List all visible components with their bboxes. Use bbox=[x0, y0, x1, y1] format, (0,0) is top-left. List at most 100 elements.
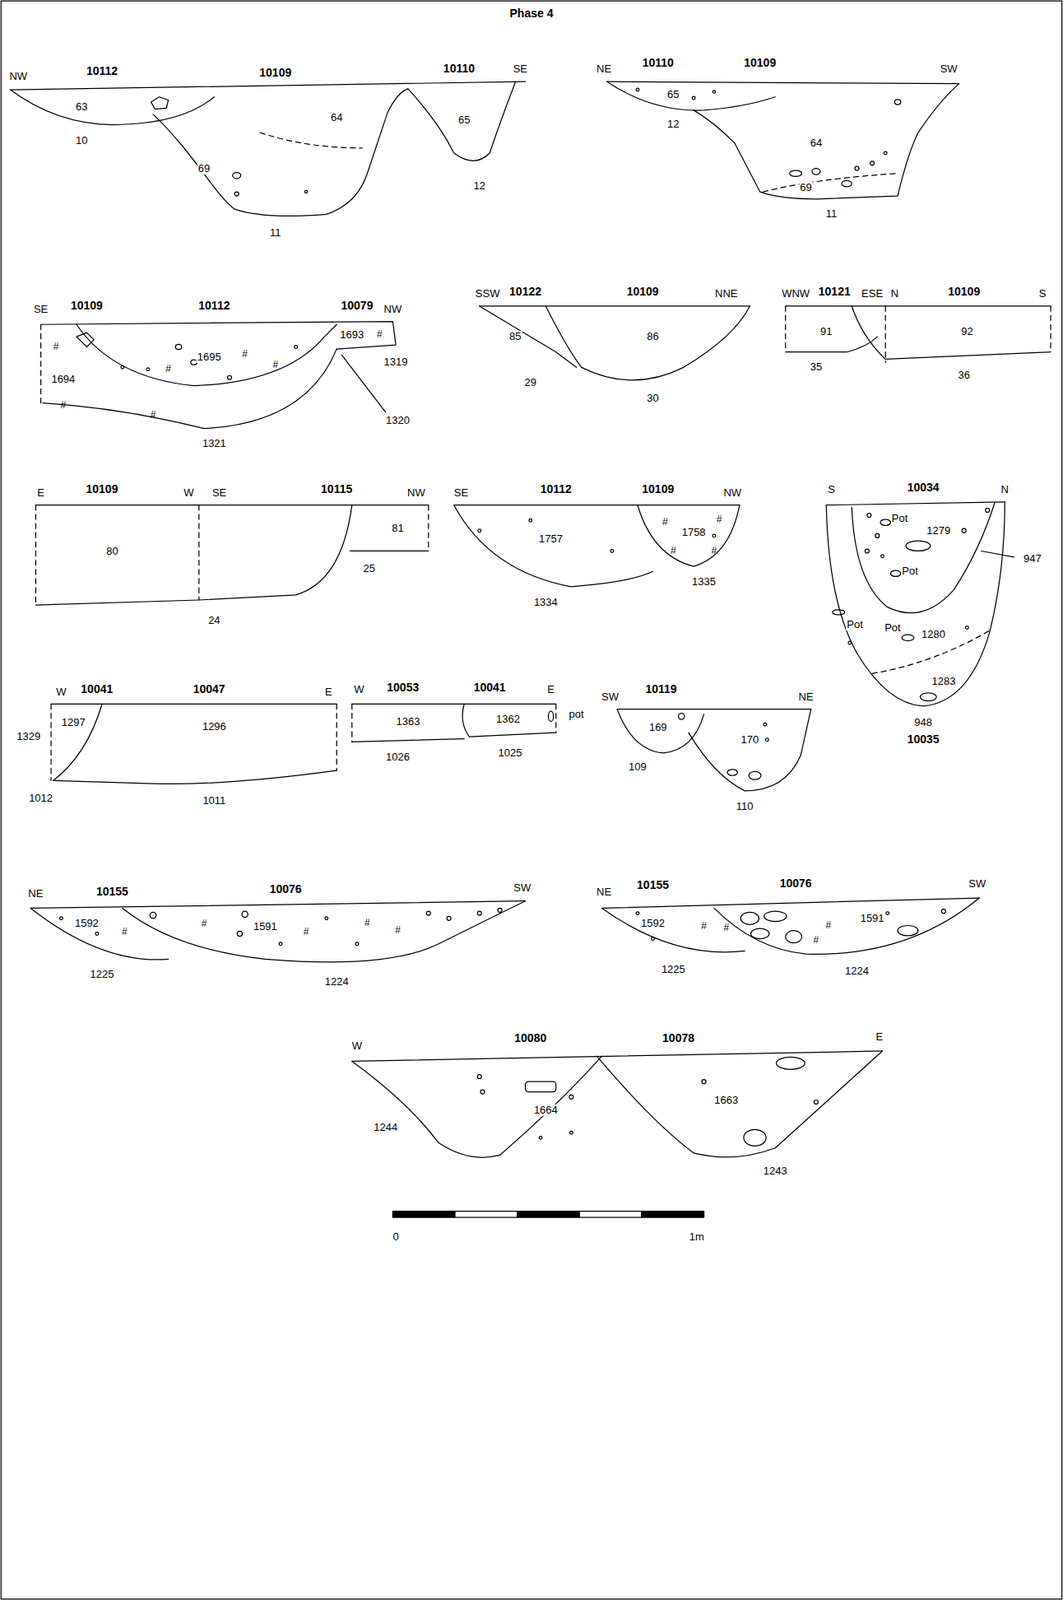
context-label: SE bbox=[211, 487, 228, 499]
context-label: 110 bbox=[735, 799, 755, 812]
charcoal-mark: # bbox=[241, 349, 249, 361]
context-label: WNW bbox=[780, 287, 811, 300]
feature-number: 10112 bbox=[85, 64, 119, 78]
context-label: NNE bbox=[714, 287, 739, 300]
context-label: Pot bbox=[891, 512, 910, 525]
context-label: 35 bbox=[809, 361, 823, 373]
charcoal-mark: # bbox=[722, 923, 730, 934]
context-label: 0 bbox=[391, 1230, 400, 1243]
context-label: 12 bbox=[473, 180, 487, 192]
context-label: S bbox=[826, 483, 836, 496]
context-label: W bbox=[55, 686, 67, 698]
feature-number: 10122 bbox=[508, 285, 543, 298]
section-5 bbox=[785, 306, 1051, 363]
context-label: 1335 bbox=[691, 575, 717, 588]
feature-number: 10034 bbox=[906, 481, 941, 494]
charcoal-mark: # bbox=[661, 516, 669, 528]
context-label: 1026 bbox=[385, 751, 411, 763]
charcoal-mark: # bbox=[715, 515, 724, 526]
charcoal-mark: # bbox=[60, 400, 68, 412]
charcoal-mark: # bbox=[271, 359, 279, 371]
context-label: 1224 bbox=[324, 975, 350, 988]
feature-number: 10155 bbox=[95, 885, 130, 898]
context-label: ESE bbox=[860, 287, 884, 300]
context-label: W bbox=[352, 683, 365, 696]
charcoal-mark: # bbox=[700, 920, 708, 932]
context-label: 1244 bbox=[372, 1121, 399, 1133]
feature-number: 10109 bbox=[742, 56, 777, 70]
feature-number: 10112 bbox=[539, 482, 573, 496]
context-label: 1757 bbox=[538, 533, 564, 545]
charcoal-mark: # bbox=[120, 927, 129, 938]
context-label: 1664 bbox=[533, 1104, 559, 1116]
context-label: NW bbox=[8, 70, 28, 83]
context-label: 64 bbox=[809, 136, 823, 149]
section-8 bbox=[826, 501, 1014, 706]
charcoal-mark: # bbox=[824, 919, 832, 931]
context-label: 30 bbox=[645, 391, 660, 404]
context-label: NE bbox=[27, 887, 44, 900]
context-label: 65 bbox=[666, 88, 680, 101]
context-label: 1362 bbox=[495, 713, 521, 725]
feature-number: 10109 bbox=[258, 67, 293, 80]
context-label: 109 bbox=[627, 761, 648, 773]
context-label: 1329 bbox=[15, 730, 42, 743]
context-label: 1592 bbox=[640, 917, 666, 929]
context-label: 1319 bbox=[383, 356, 409, 368]
feature-number: 10109 bbox=[85, 482, 120, 496]
feature-number: 10035 bbox=[906, 733, 941, 746]
context-label: 29 bbox=[524, 376, 538, 389]
context-label: S bbox=[1038, 287, 1048, 300]
section-1 bbox=[9, 81, 525, 216]
section-14 bbox=[352, 1050, 883, 1157]
context-label: 1695 bbox=[196, 351, 223, 363]
context-label: 85 bbox=[508, 330, 522, 343]
section-6 bbox=[35, 505, 428, 606]
context-label: 81 bbox=[390, 522, 404, 534]
context-label: 24 bbox=[207, 614, 221, 627]
charcoal-mark: # bbox=[164, 363, 172, 375]
context-label: N bbox=[1000, 483, 1010, 496]
context-label: Pot bbox=[883, 621, 902, 633]
context-label: SSW bbox=[474, 287, 502, 300]
context-label: 11 bbox=[269, 227, 283, 239]
context-label: 25 bbox=[362, 561, 376, 574]
feature-number: 10109 bbox=[640, 482, 675, 496]
context-label: SE bbox=[453, 487, 469, 499]
feature-number: 10109 bbox=[626, 285, 660, 298]
context-label: NE bbox=[595, 886, 613, 898]
context-label: 80 bbox=[105, 544, 119, 557]
section-9 bbox=[51, 703, 337, 784]
feature-number: 10076 bbox=[269, 883, 303, 896]
charcoal-mark: # bbox=[363, 918, 372, 929]
context-label: W bbox=[182, 487, 195, 499]
charcoal-mark: # bbox=[375, 329, 384, 340]
context-label: 1279 bbox=[925, 524, 952, 537]
context-label: NW bbox=[406, 487, 427, 499]
context-label: 11 bbox=[825, 208, 839, 220]
feature-number: 10080 bbox=[513, 1032, 548, 1045]
scale-bar bbox=[392, 1211, 704, 1217]
context-label: 1225 bbox=[660, 963, 687, 975]
context-label: 10 bbox=[74, 134, 89, 147]
feature-number: 10047 bbox=[192, 682, 227, 696]
context-label: 1758 bbox=[681, 526, 707, 539]
feature-number: 10109 bbox=[946, 285, 981, 298]
context-label: 948 bbox=[913, 716, 934, 729]
context-label: 92 bbox=[960, 325, 974, 338]
feature-number: 10076 bbox=[779, 877, 813, 890]
context-label: E bbox=[36, 487, 46, 499]
context-label: E bbox=[324, 686, 334, 698]
context-label: N bbox=[890, 287, 900, 300]
context-label: 1296 bbox=[201, 720, 228, 733]
context-label: 1693 bbox=[338, 329, 365, 341]
feature-number: 10079 bbox=[340, 299, 375, 312]
context-label: 1224 bbox=[844, 965, 870, 977]
charcoal-mark: # bbox=[200, 919, 209, 930]
feature-number: 10121 bbox=[817, 285, 852, 298]
context-label: 1694 bbox=[50, 373, 76, 386]
context-label: NW bbox=[383, 303, 404, 316]
feature-number: 10041 bbox=[79, 682, 114, 696]
